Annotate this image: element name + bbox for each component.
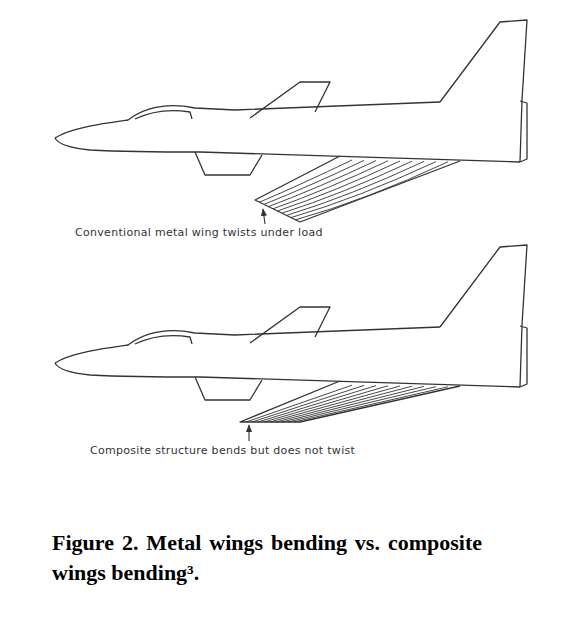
figure-caption: Figure 2. Metal wings bending vs. compos… bbox=[52, 528, 482, 588]
callout-label: Conventional metal wing twists under loa… bbox=[75, 226, 323, 239]
composite-wing-aircraft bbox=[55, 245, 527, 441]
callout-label: Composite structure bends but does not t… bbox=[90, 444, 355, 457]
metal-wing-aircraft bbox=[55, 20, 527, 224]
